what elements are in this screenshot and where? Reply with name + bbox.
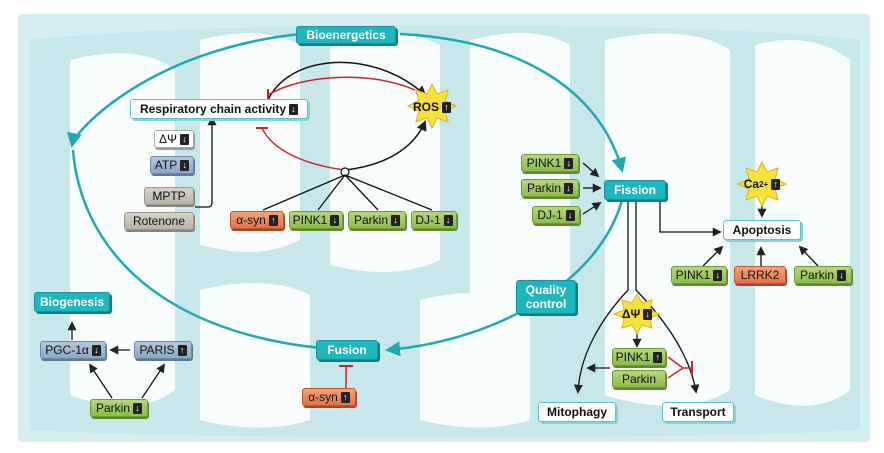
paris-node: PARIS ↑ xyxy=(134,341,192,359)
fission-parkin-node: Parkin ↓ xyxy=(521,179,579,197)
fusion-label: Fusion xyxy=(316,340,378,360)
pink1-label: PINK1 xyxy=(675,268,711,282)
biogenesis-text: Biogenesis xyxy=(39,295,105,309)
down-arrow-icon: ↓ xyxy=(289,103,299,115)
respiratory-chain-label: Respiratory chain activity xyxy=(139,102,287,116)
mitophagy-text: Mitophagy xyxy=(547,405,607,419)
down-arrow-icon: ↓ xyxy=(91,344,101,356)
fission-pink1-node: PINK1 ↓ xyxy=(521,154,579,172)
down-arrow-icon: ↓ xyxy=(643,308,653,320)
alpha-syn-label: α-syn xyxy=(308,390,338,404)
calcium-charge: 2+ xyxy=(759,179,769,189)
up-arrow-icon: ↑ xyxy=(771,178,781,190)
fission-dj1-node: DJ-1 ↓ xyxy=(532,206,580,224)
mito-parkin-node: Parkin xyxy=(612,370,666,388)
down-arrow-icon: ↓ xyxy=(565,209,575,221)
alpha-syn-label: α-syn xyxy=(236,213,266,227)
pink1-node: PINK1 ↓ xyxy=(289,211,343,229)
delta-psi-label: ΔΨ xyxy=(621,307,641,321)
down-arrow-icon: ↓ xyxy=(564,182,573,194)
transport-label: Transport xyxy=(662,402,734,422)
parkin-label: Parkin xyxy=(526,181,561,195)
dj1-label: DJ-1 xyxy=(537,208,563,222)
down-arrow-icon: ↓ xyxy=(443,214,453,226)
parkin-label: Parkin xyxy=(799,268,834,282)
down-arrow-icon: ↓ xyxy=(564,157,574,169)
down-arrow-icon: ↓ xyxy=(180,159,190,171)
dj1-label: DJ-1 xyxy=(415,213,441,227)
down-arrow-icon: ↓ xyxy=(391,214,400,226)
fission-label: Fission xyxy=(604,180,666,200)
up-arrow-icon: ↑ xyxy=(268,214,278,226)
pink1-label: PINK1 xyxy=(292,213,328,227)
apoptosis-pink1-node: PINK1 ↓ xyxy=(671,266,727,284)
apoptosis-label: Apoptosis xyxy=(723,220,801,240)
parkin-label: Parkin xyxy=(353,213,388,227)
delta-psi-label: ΔΨ xyxy=(158,132,178,146)
lrrk2-label: LRRK2 xyxy=(740,268,780,282)
calcium-label: Ca xyxy=(743,177,760,191)
mitophagy-label: Mitophagy xyxy=(538,402,616,422)
down-arrow-icon: ↓ xyxy=(713,269,723,281)
mptp-label: MPTP xyxy=(152,189,186,203)
quality-control-label: Quality control xyxy=(516,280,576,314)
mito-pink1-node: PINK1 ↑ xyxy=(612,348,666,366)
apoptosis-parkin-node: Parkin ↓ xyxy=(794,266,852,284)
ros-label: ROS xyxy=(412,100,439,114)
lrrk2-node: LRRK2 xyxy=(734,266,786,284)
alpha-syn-node: α-syn ↑ xyxy=(230,211,284,229)
bioenergetics-label: Bioenergetics xyxy=(296,26,396,44)
fusion-alpha-syn-node: α-syn ↑ xyxy=(302,388,356,406)
pink1-label: PINK1 xyxy=(615,350,651,364)
parkin-label: Parkin xyxy=(95,401,130,415)
transport-text: Transport xyxy=(670,405,726,419)
respiratory-chain-activity: Respiratory chain activity ↓ xyxy=(130,99,308,119)
fission-text: Fission xyxy=(613,183,656,197)
quality-control-line-2: control xyxy=(525,297,567,311)
biogenesis-label: Biogenesis xyxy=(34,292,110,312)
delta-psi-right: ΔΨ ↓ xyxy=(618,305,656,323)
atp-node: ATP ↓ xyxy=(150,156,194,174)
up-arrow-icon: ↑ xyxy=(340,391,350,403)
down-arrow-icon: ↓ xyxy=(837,269,846,281)
parkin-label: Parkin xyxy=(621,372,656,386)
rotenone-node: Rotenone xyxy=(124,212,194,230)
down-arrow-icon: ↓ xyxy=(133,402,142,414)
atp-label: ATP xyxy=(154,158,178,172)
pink1-label: PINK1 xyxy=(526,156,562,170)
dj1-node: DJ-1 ↓ xyxy=(411,211,457,229)
ros-star-shape xyxy=(406,82,458,130)
up-arrow-icon: ↑ xyxy=(653,351,663,363)
apoptosis-text: Apoptosis xyxy=(732,223,792,237)
delta-psi-left: ΔΨ ↓ xyxy=(154,130,194,148)
down-arrow-icon: ↓ xyxy=(180,133,190,145)
paris-label: PARIS xyxy=(139,343,175,357)
bioenergetics-text: Bioenergetics xyxy=(306,28,386,42)
down-arrow-icon: ↓ xyxy=(330,214,340,226)
quality-control-line-1: Quality xyxy=(525,283,567,297)
delta-psi-star-shape xyxy=(612,292,662,336)
up-arrow-icon: ↑ xyxy=(442,101,451,113)
up-arrow-icon: ↑ xyxy=(177,344,187,356)
pgc1a-node: PGC-1α ↓ xyxy=(40,341,106,359)
pgc1a-label: PGC-1α xyxy=(45,343,89,357)
ros-node: ROS ↑ xyxy=(410,98,454,116)
biogenesis-parkin-node: Parkin ↓ xyxy=(90,399,148,417)
calcium-star-shape xyxy=(736,160,788,208)
rotenone-label: Rotenone xyxy=(132,214,186,228)
parkin-node: Parkin ↓ xyxy=(348,211,406,229)
mptp-node: MPTP xyxy=(144,187,194,205)
fusion-text: Fusion xyxy=(327,343,367,357)
